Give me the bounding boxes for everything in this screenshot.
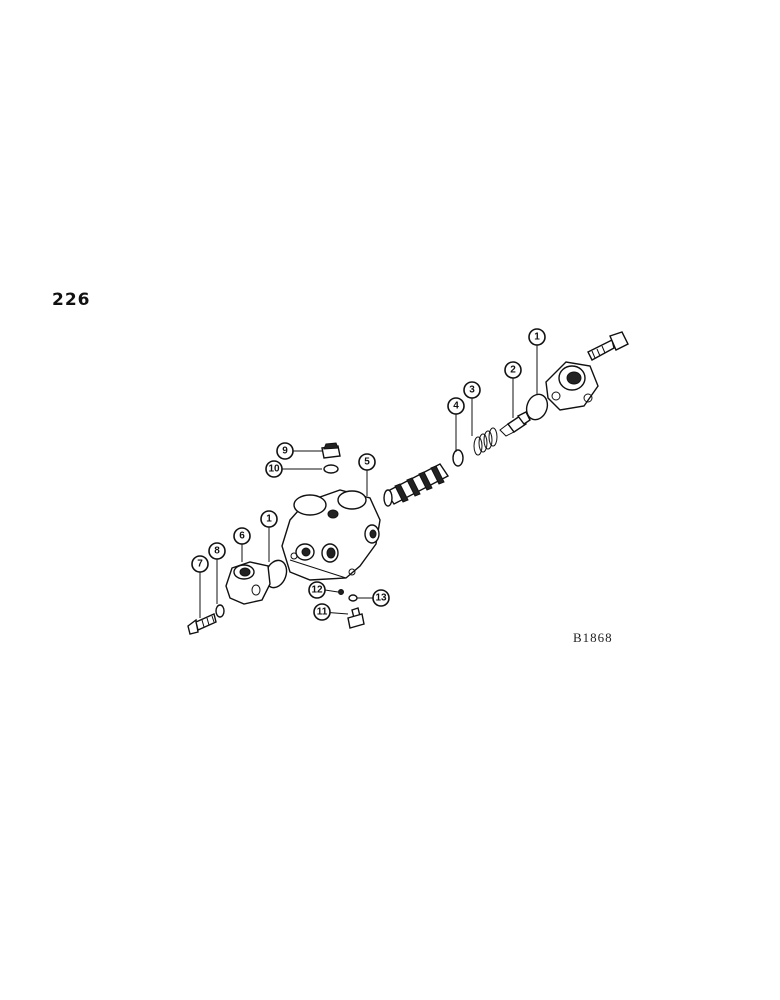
svg-text:3: 3 xyxy=(469,385,475,396)
svg-text:13: 13 xyxy=(375,593,387,604)
svg-text:12: 12 xyxy=(311,585,323,596)
flange-lower xyxy=(225,561,271,605)
callout-3: 3 xyxy=(463,381,481,399)
svg-text:1: 1 xyxy=(266,514,272,525)
callout-13: 13 xyxy=(372,589,390,607)
callout-7: 7 xyxy=(191,555,209,573)
svg-text:8: 8 xyxy=(214,546,220,557)
callout-11: 11 xyxy=(313,603,331,621)
callout-9: 9 xyxy=(276,442,294,460)
callout-10: 10 xyxy=(265,460,283,478)
svg-text:6: 6 xyxy=(239,531,245,542)
callout-5: 5 xyxy=(358,453,376,471)
svg-text:4: 4 xyxy=(453,401,459,412)
callout-1-lower: 1 xyxy=(260,510,278,528)
bleed-screw xyxy=(347,607,365,629)
lower-bolt-washer xyxy=(215,604,225,618)
figure-code: B1868 xyxy=(573,630,613,645)
svg-text:10: 10 xyxy=(268,464,280,475)
svg-text:2: 2 xyxy=(510,365,516,376)
svg-text:7: 7 xyxy=(197,559,203,570)
callout-4: 4 xyxy=(447,397,465,415)
bleed-screw-washer xyxy=(348,594,358,602)
bolt-upper xyxy=(587,331,629,361)
washer xyxy=(452,449,464,467)
svg-text:11: 11 xyxy=(317,607,328,618)
leader-lines xyxy=(199,345,538,618)
svg-text:9: 9 xyxy=(282,446,288,457)
top-plug-washer xyxy=(323,464,339,474)
check-ball xyxy=(338,589,344,595)
svg-text:5: 5 xyxy=(364,457,370,468)
o-ring-upper xyxy=(525,393,549,421)
spring xyxy=(473,427,498,456)
callout-8: 8 xyxy=(208,542,226,560)
callout-6: 6 xyxy=(233,527,251,545)
valve-body xyxy=(281,489,381,581)
top-plug xyxy=(321,442,341,459)
valve-spool xyxy=(383,463,450,507)
flange-upper xyxy=(545,361,599,411)
svg-text:1: 1 xyxy=(534,332,540,343)
callout-2: 2 xyxy=(504,361,522,379)
page-number: 226 xyxy=(52,290,91,310)
poppet-plug xyxy=(499,411,531,437)
callout-12: 12 xyxy=(308,581,326,599)
bolt-lower xyxy=(187,613,217,635)
callout-1-upper: 1 xyxy=(528,328,546,346)
